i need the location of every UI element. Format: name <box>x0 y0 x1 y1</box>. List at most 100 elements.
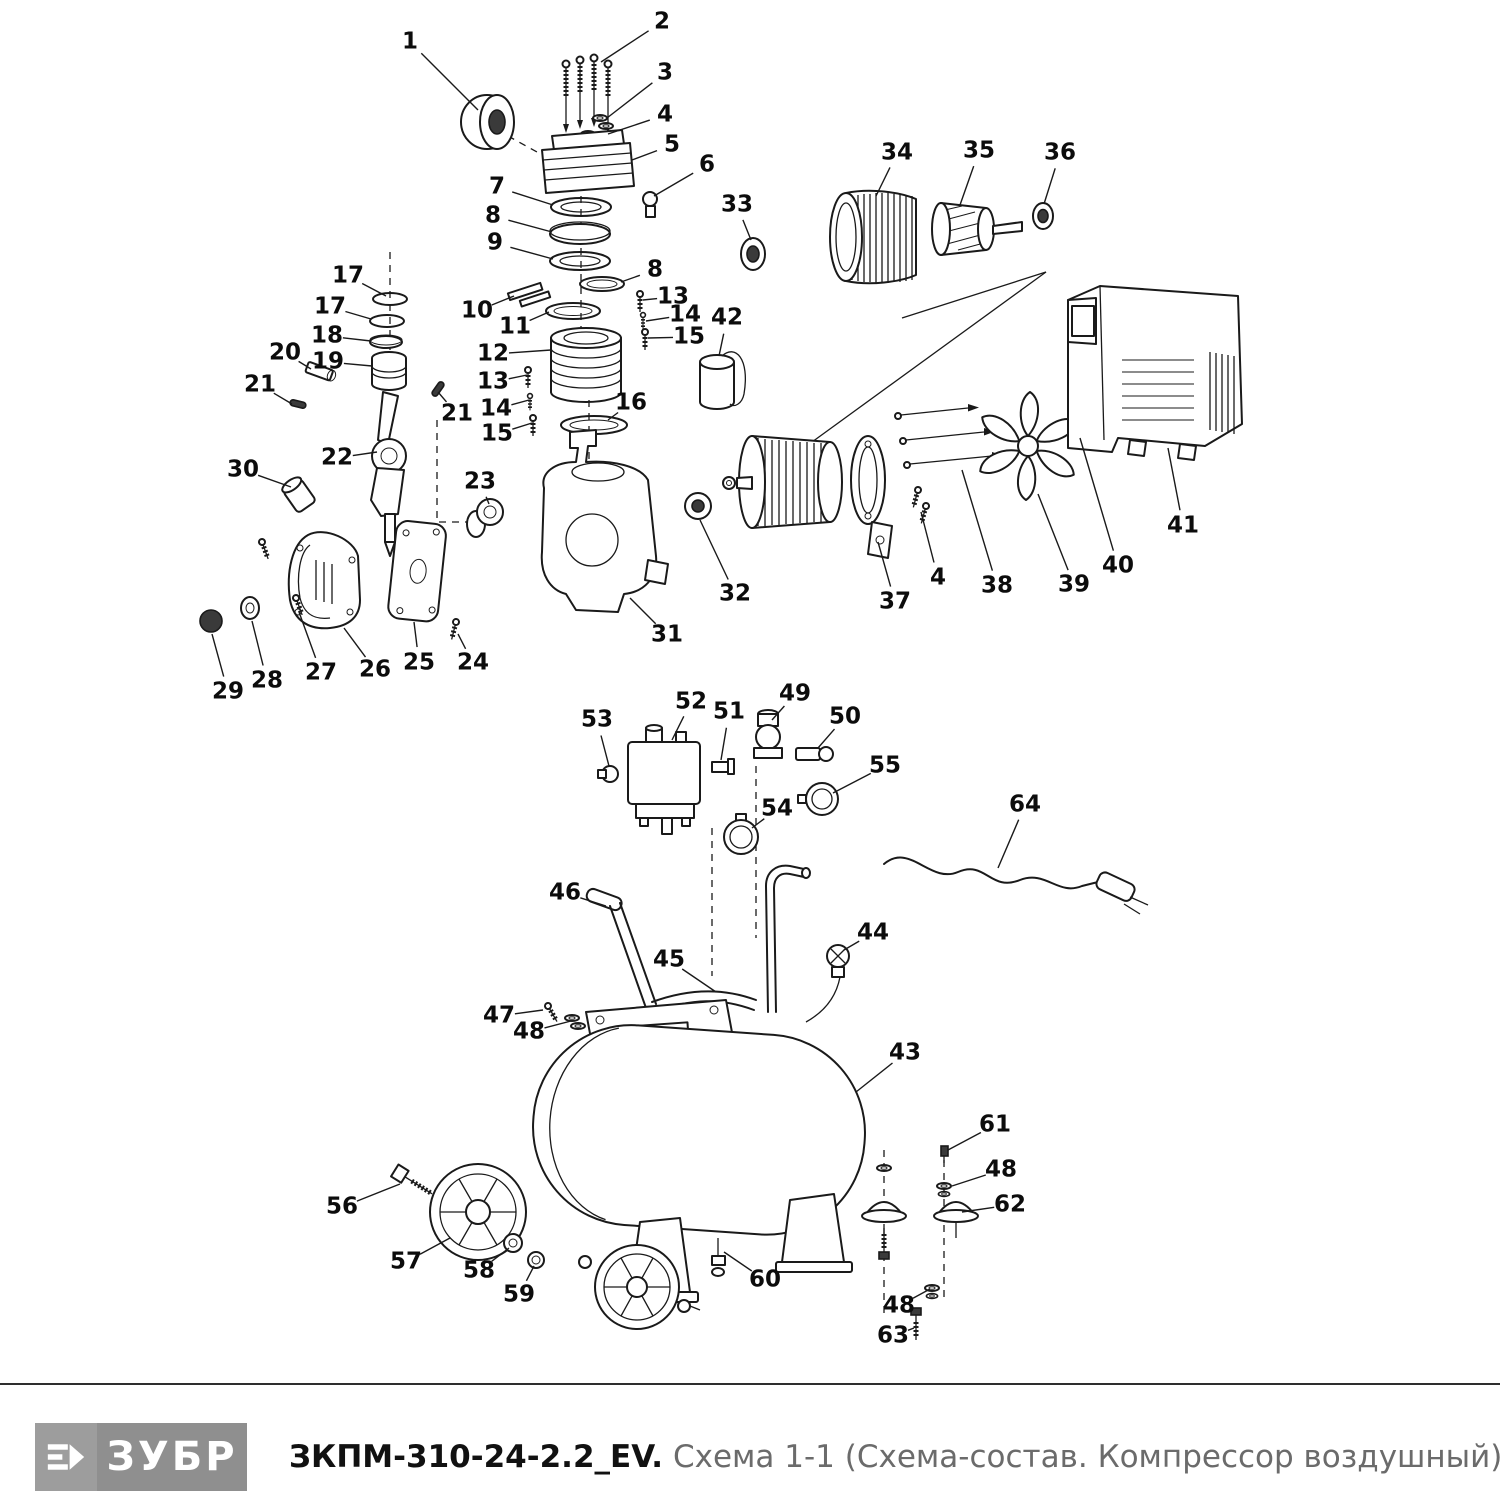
leader-line <box>600 30 649 63</box>
zubr-logo-icon <box>35 1423 97 1491</box>
check-valve-drawing <box>805 944 850 1023</box>
zubr-logo: ЗУБР <box>35 1423 247 1491</box>
leader-line <box>211 633 225 677</box>
cover-screw-24 <box>449 618 460 640</box>
part-number-label: 17 <box>331 262 365 289</box>
part-number-label: 59 <box>502 1281 536 1308</box>
leader-line <box>251 620 264 666</box>
part-number-label: 63 <box>876 1322 910 1349</box>
leader-line <box>1079 437 1115 551</box>
leader-line <box>947 1131 982 1151</box>
leader-line <box>961 1206 995 1213</box>
leader-line <box>606 82 653 119</box>
leader-line <box>855 1062 893 1093</box>
air-filter-drawing <box>460 94 515 150</box>
leader-line <box>671 715 685 741</box>
leader-line <box>457 633 467 650</box>
leader-line <box>437 391 448 403</box>
part-number-label: 52 <box>674 688 708 715</box>
part-number-label: 36 <box>1043 139 1077 166</box>
stator-drawing <box>829 189 917 285</box>
part-number-label: 8 <box>646 256 664 283</box>
part-number-label: 26 <box>358 656 392 683</box>
part-number-label: 38 <box>980 572 1014 599</box>
cylinder-screws-left <box>525 367 536 436</box>
part-number-label: 32 <box>718 580 752 607</box>
part-number-label: 5 <box>663 131 681 158</box>
leader-line <box>420 52 479 111</box>
part-number-label: 31 <box>650 621 684 648</box>
part-number-label: 19 <box>311 348 345 375</box>
leader-line <box>419 1237 451 1255</box>
leader-line <box>345 310 372 320</box>
part-number-label: 58 <box>462 1257 496 1284</box>
leader-line <box>343 362 373 367</box>
leader-line <box>512 422 533 430</box>
leader-line <box>699 519 729 580</box>
wheel-rear-drawing <box>578 1244 701 1330</box>
gauge-55-drawing <box>797 782 839 816</box>
leader-lines <box>211 30 1181 1331</box>
leader-line <box>352 451 378 457</box>
leader-line <box>508 219 553 233</box>
cover-screw-27a <box>258 538 271 560</box>
fan-drawing <box>975 391 1081 501</box>
leader-line <box>607 119 651 135</box>
part-number-label: 48 <box>984 1156 1018 1183</box>
part-number-label: 15 <box>480 420 514 447</box>
fitting-51-drawing <box>711 758 735 775</box>
handle-drawing <box>585 864 811 1013</box>
leader-line <box>1043 168 1056 205</box>
leader-line <box>843 940 860 951</box>
shroud-drawing <box>1067 285 1243 461</box>
part-number-label: 41 <box>1166 512 1200 539</box>
part-number-label: 9 <box>486 229 504 256</box>
leader-line <box>356 1183 401 1202</box>
leader-line <box>298 360 312 370</box>
rotor-drawing <box>931 202 1023 256</box>
part-number-label: 42 <box>710 304 744 331</box>
leader-line <box>959 165 975 206</box>
part-number-label: 20 <box>268 339 302 366</box>
leader-line <box>631 149 658 161</box>
leader-line <box>508 374 528 380</box>
part-number-label: 13 <box>476 368 510 395</box>
part-number-label: 61 <box>978 1111 1012 1138</box>
motor-screw-4a <box>910 486 921 508</box>
wheel-bolt-56-drawing <box>390 1163 433 1195</box>
pump-housing-drawing <box>540 429 669 613</box>
seal-23-drawing <box>466 498 504 538</box>
leader-line <box>580 897 607 907</box>
part-number-label: 4 <box>929 564 947 591</box>
part-number-label: 60 <box>748 1266 782 1293</box>
leader-line <box>645 316 670 322</box>
leader-line <box>647 336 674 339</box>
leader-line <box>629 597 657 625</box>
gauge-54-drawing <box>723 813 759 855</box>
fitting-6-drawing <box>642 191 658 218</box>
bracket-washer-48b <box>570 1022 586 1030</box>
cylinder-drawing <box>550 327 622 403</box>
wheel-front-drawing <box>429 1163 527 1261</box>
leader-line <box>832 772 872 794</box>
leader-line <box>273 392 293 405</box>
cap-29-drawing <box>199 609 223 633</box>
gasket-stack-drawing <box>506 197 625 320</box>
part-number-label: 8 <box>484 202 502 229</box>
part-number-label: 1 <box>401 28 419 55</box>
leader-line <box>485 496 490 505</box>
part-number-label: 30 <box>226 456 260 483</box>
part-number-label: 33 <box>720 191 754 218</box>
tank-drawing <box>532 1024 866 1303</box>
part-number-label: 6 <box>698 151 716 178</box>
washer-28-drawing <box>240 596 260 620</box>
piston-group-drawing <box>289 292 445 557</box>
leader-line <box>525 1265 535 1282</box>
part-number-label: 43 <box>888 1039 922 1066</box>
leader-line <box>723 1251 753 1272</box>
leader-line <box>681 968 717 993</box>
part-number-label: 18 <box>310 322 344 349</box>
fitting-53-drawing <box>597 765 619 783</box>
part-number-label: 23 <box>463 468 497 495</box>
